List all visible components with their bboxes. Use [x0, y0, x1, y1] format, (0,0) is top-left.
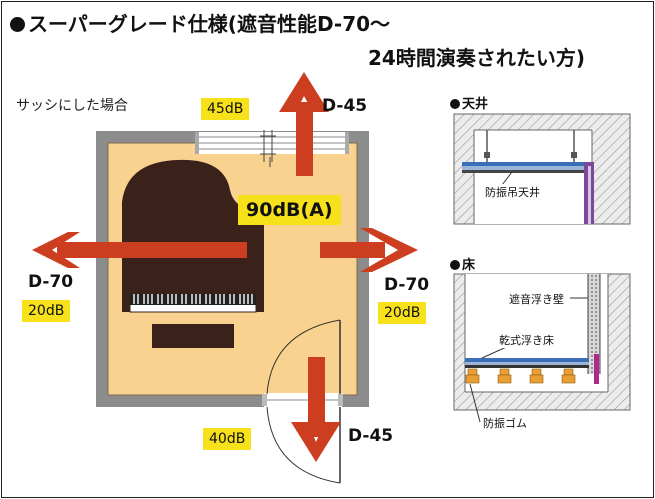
left-level-badge: 20dB	[22, 300, 71, 322]
bullet-icon	[10, 17, 25, 32]
room-caption: サッシにした場合	[16, 98, 128, 114]
right-rating-label: D-70	[384, 275, 430, 295]
rubber-label: 防振ゴム	[482, 415, 528, 431]
top-rating-label: D-45	[322, 96, 368, 116]
piano-bench	[152, 324, 234, 348]
left-rating-label: D-70	[28, 272, 74, 292]
floor-label: 乾式浮き床	[498, 332, 555, 348]
ceiling-heading: 天井	[450, 93, 488, 112]
arrow-up	[279, 72, 329, 176]
arrow-left	[32, 232, 247, 268]
floor-heading: 床	[450, 254, 475, 273]
sound-arrows	[32, 72, 418, 462]
arrow-down	[291, 357, 341, 462]
title-line-1: スーパーグレード仕様(遮音性能D-70～	[10, 8, 390, 37]
bullet-icon	[450, 99, 460, 109]
ceiling-section	[453, 113, 631, 225]
rubber-isolators	[465, 368, 576, 384]
bullet-icon	[450, 260, 460, 270]
top-level-badge: 45dB	[201, 98, 250, 120]
grand-piano	[122, 159, 264, 348]
wall-label: 遮音浮き壁	[508, 291, 565, 307]
bottom-rating-label: D-45	[348, 426, 394, 446]
ceiling-label: 防振吊天井	[484, 184, 541, 200]
title-line-2: 24時間演奏されたい方)	[368, 46, 585, 70]
piano-keys	[130, 294, 256, 305]
right-level-badge: 20dB	[378, 302, 427, 324]
bottom-level-badge: 40dB	[203, 428, 252, 450]
source-level-badge: 90dB(A)	[238, 195, 341, 225]
arrow-right	[320, 228, 418, 272]
